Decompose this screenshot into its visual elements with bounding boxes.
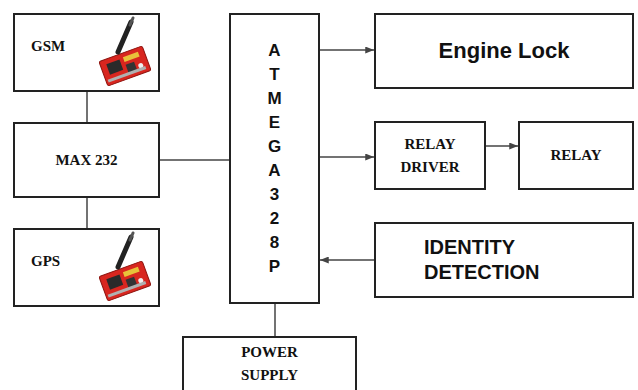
box-label: GPS: [31, 250, 60, 273]
gsm-module-picture: [99, 18, 151, 86]
connector-arrow: [320, 49, 374, 51]
max232-box: MAX 232: [13, 122, 160, 198]
identity-detection-box: IDENTITY DETECTION: [374, 222, 634, 298]
box-label: MAX 232: [55, 149, 117, 172]
box-label: IDENTITY DETECTION: [424, 235, 584, 285]
relay-box: RELAY: [518, 121, 634, 190]
box-label: RELAY: [550, 144, 601, 167]
connector-line: [86, 92, 88, 122]
box-label: Engine Lock: [439, 38, 570, 64]
gps-module-picture: [99, 233, 151, 301]
box-label: POWER SUPPLY: [224, 341, 316, 387]
connector-line: [86, 198, 88, 228]
gsm-box: GSM: [13, 13, 160, 92]
box-label: RELAY DRIVER: [384, 133, 476, 179]
box-label: GSM: [31, 35, 65, 58]
connector-line: [274, 304, 276, 336]
box-label: A T M E G A 3 2 8 P: [266, 39, 283, 279]
connector-arrow: [320, 259, 374, 261]
connector-line: [160, 159, 229, 161]
relay-driver-box: RELAY DRIVER: [374, 121, 486, 190]
connector-arrow: [486, 145, 518, 147]
engine-lock-box: Engine Lock: [374, 13, 634, 89]
connector-arrow: [320, 156, 374, 158]
microcontroller-box: A T M E G A 3 2 8 P: [229, 13, 320, 304]
gps-box: GPS: [13, 228, 160, 307]
power-supply-box: POWER SUPPLY: [182, 336, 357, 390]
